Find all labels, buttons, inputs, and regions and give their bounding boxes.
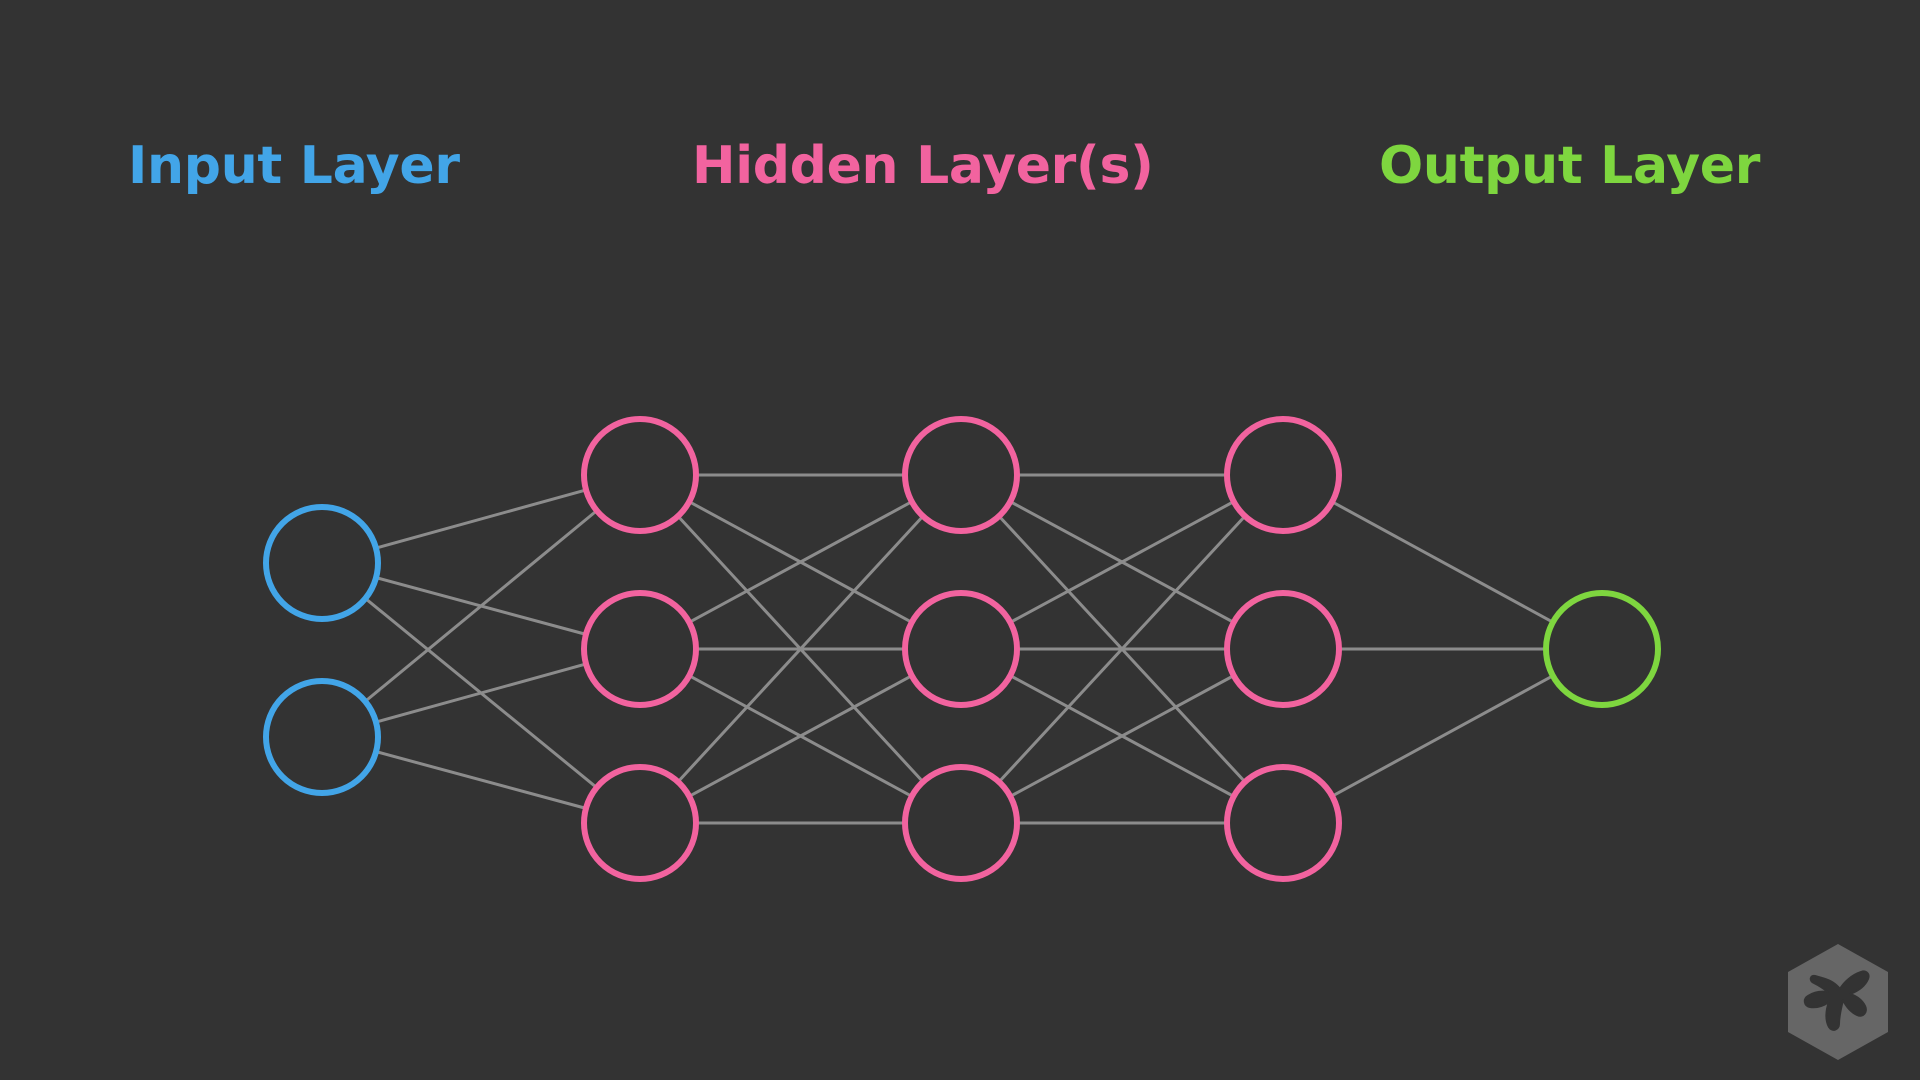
connection-edge (374, 750, 588, 810)
neuron-node-input (263, 678, 381, 796)
connection-edge (1330, 674, 1555, 798)
connection-edge (687, 500, 914, 624)
layer-label-input: Input Layer (128, 136, 460, 196)
neuron-node-hidden (902, 764, 1020, 882)
connection-edge (997, 514, 1247, 784)
connection-edge (676, 514, 925, 784)
neuron-node-hidden (1224, 590, 1342, 708)
neuron-node-hidden (1224, 416, 1342, 534)
connection-edge (1008, 674, 1236, 798)
neuron-node-output (1543, 590, 1661, 708)
connection-edge (687, 674, 914, 798)
neuron-nodes (263, 416, 1661, 882)
connection-edge (374, 662, 588, 724)
hexagon-neuron-logo-icon (1788, 944, 1888, 1060)
connection-edge (1008, 500, 1236, 624)
layer-label-output: Output Layer (1379, 136, 1761, 196)
neuron-node-hidden (902, 416, 1020, 534)
watermark-neuron-glyph (1803, 970, 1870, 1031)
neuron-node-hidden (902, 590, 1020, 708)
neuron-node-hidden (581, 416, 699, 534)
neuron-node-input (263, 504, 381, 622)
connection-edge (374, 488, 588, 550)
neuron-node-hidden (581, 764, 699, 882)
connection-edge (363, 509, 599, 703)
connection-edge (1330, 500, 1555, 624)
neuron-node-hidden (581, 590, 699, 708)
layer-label-hidden: Hidden Layer(s) (692, 136, 1154, 196)
connection-edges (363, 473, 1555, 825)
neuron-node-hidden (1224, 764, 1342, 882)
